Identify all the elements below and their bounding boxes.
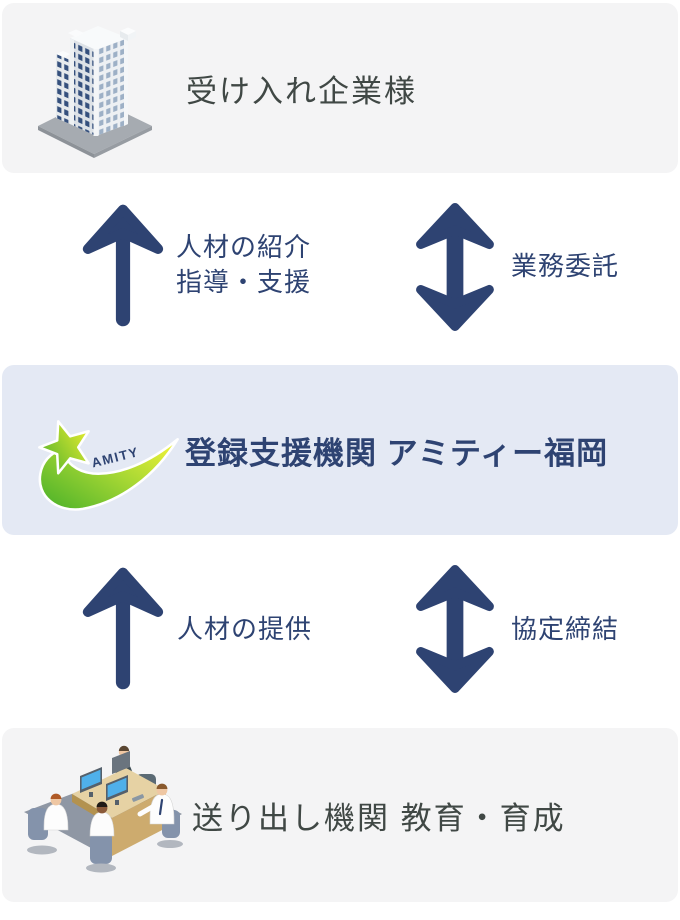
office-team-icon (14, 734, 192, 902)
lower-flow: 人材の提供 協定締結 (0, 535, 680, 728)
up-arrow-icon (77, 189, 169, 339)
sending-organization-card: 送り出し機関 教育・育成 (2, 728, 678, 902)
receiving-company-card: 受け入れ企業様 (2, 3, 678, 173)
sending-organization-title: 送り出し機関 教育・育成 (192, 800, 566, 836)
support-organization-card: AMITY 登録支援機関 アミティー福岡 (2, 365, 678, 535)
amity-logo-icon: AMITY (32, 415, 184, 521)
upper-left-label-line1: 人材の紹介 (176, 232, 312, 262)
upper-flow: 人材の紹介 指導・支援 業務委託 (0, 173, 680, 365)
office-building-icon (28, 20, 160, 158)
upper-left-label: 人材の紹介 指導・支援 (176, 230, 311, 300)
receiving-company-title: 受け入れ企業様 (186, 73, 417, 109)
support-organization-title: 登録支援機関 アミティー福岡 (185, 435, 609, 471)
lower-right-label: 協定締結 (511, 614, 620, 644)
up-arrow-icon (77, 553, 169, 701)
up-down-arrow-icon (409, 551, 501, 707)
up-down-arrow-icon (409, 189, 501, 345)
upper-right-label: 業務委託 (511, 251, 620, 281)
upper-left-label-line2: 指導・支援 (176, 267, 312, 297)
lower-left-label: 人材の提供 (177, 614, 313, 644)
